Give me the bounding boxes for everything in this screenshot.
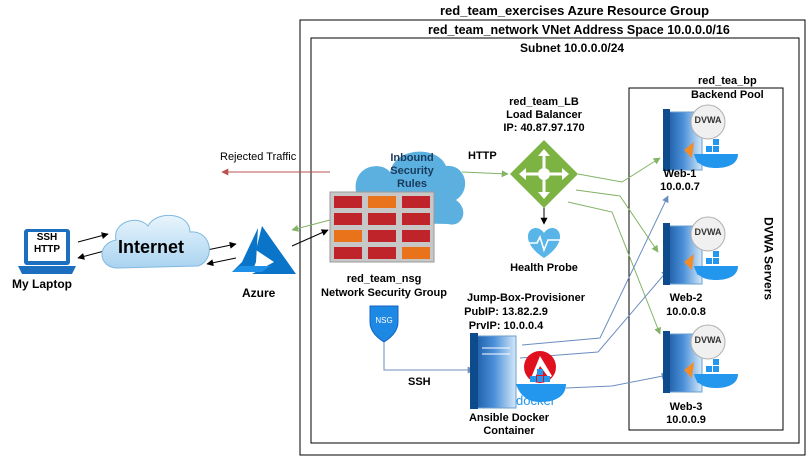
load-balancer-type: Load Balancer: [506, 109, 582, 121]
ansible-line-2: Container: [483, 425, 535, 437]
load-balancer-name: red_team_LB: [509, 96, 579, 108]
dvwa-text-web1: DVWA: [694, 115, 722, 125]
health-probe-heart-icon: [527, 228, 561, 258]
jumpbox-pub-ip: PubIP: 13.82.2.9: [464, 306, 548, 318]
web-3-name: Web-3: [669, 401, 703, 413]
ssh-label: SSH: [408, 376, 431, 388]
backend-pool-box: [628, 87, 784, 431]
jump-web1-line: [521, 195, 669, 346]
azure-label: Azure: [242, 286, 276, 300]
internet-label: Internet: [118, 237, 185, 257]
http-arrow: [461, 170, 509, 178]
vnet-title: red_team_network VNet Address Space 10.0…: [428, 23, 730, 37]
lb-web1-arrow: [577, 157, 661, 183]
load-balancer-icon: [510, 140, 578, 208]
subnet-title: Subnet 10.0.0.0/24: [520, 41, 625, 55]
vnet-box: [310, 37, 800, 444]
dvwa-text-web3: DVWA: [694, 335, 722, 345]
web-3-ip: 10.0.0.9: [666, 414, 706, 426]
web-1-name: Web-1: [663, 168, 697, 180]
docker-text-jumpbox: docker: [516, 393, 556, 408]
resource-group-box: [299, 19, 806, 456]
backend-pool-label: Backend Pool: [691, 89, 764, 101]
jumpbox-name: Jump-Box-Provisioner: [467, 292, 585, 304]
web-1-ip: 10.0.0.7: [660, 181, 700, 193]
ansible-logo-icon: [524, 351, 556, 383]
jump-web3-line: [565, 372, 669, 389]
rejected-traffic-label: Rejected Traffic: [220, 151, 297, 163]
nsg-name: red_team_nsg: [346, 273, 422, 285]
load-balancer-ip: IP: 40.87.97.170: [503, 122, 585, 134]
docker-text-web3: docker: [696, 372, 733, 386]
docker-text-web1: docker: [696, 152, 733, 166]
lb-web2-arrow: [575, 189, 659, 253]
internet-cloud-icon: [101, 214, 210, 269]
firewall-icon: [329, 191, 435, 263]
laptop-internet-arrow-a: [77, 232, 109, 243]
web-server-2-icon: [663, 216, 738, 285]
web-server-1-icon: [663, 104, 738, 171]
web-2-name: Web-2: [669, 292, 703, 304]
nsg-ssh-line: [383, 338, 475, 374]
web-server-3-icon: [663, 324, 738, 393]
inbound-rules-line-1: Inbound: [390, 152, 434, 164]
docker-text-web2: docker: [696, 264, 733, 278]
docker-whale-icon: [516, 369, 566, 402]
laptop-protocol-ssh: SSH: [36, 232, 58, 243]
azure-internet-arrow-b: [206, 257, 237, 267]
jumpbox-prv-ip: PrvIP: 10.0.0.4: [468, 320, 544, 332]
dvwa-servers-label: DVWA Servers: [761, 217, 776, 301]
nsg-badge-text: NSG: [375, 316, 393, 325]
web-2-ip: 10.0.0.8: [666, 306, 706, 318]
azure-nsg-arrow: [291, 229, 329, 247]
azure-logo-icon: [232, 226, 296, 274]
dvwa-text-web2: DVWA: [694, 227, 722, 237]
inbound-rules-line-2: Security: [390, 165, 434, 177]
nsg-type: Network Security Group: [321, 287, 447, 299]
internet-azure-arrow-a: [206, 241, 237, 251]
ansible-line-1: Ansible Docker: [468, 412, 550, 424]
laptop-label: My Laptop: [12, 277, 72, 291]
resource-group-title: red_team_exercises Azure Resource Group: [440, 3, 710, 18]
nsg-shield-icon: [369, 305, 399, 343]
health-probe-label: Health Probe: [510, 262, 578, 274]
http-label: HTTP: [468, 150, 497, 162]
laptop-icon: [18, 229, 76, 274]
laptop-protocol-http: HTTP: [33, 244, 61, 255]
jump-box-server-icon: [470, 333, 517, 409]
lb-web3-arrow: [567, 201, 661, 335]
inbound-rules-line-3: Rules: [397, 178, 427, 190]
nsg-azure-green-arrow: [291, 219, 331, 232]
backend-pool-name: red_tea_bp: [698, 75, 757, 87]
